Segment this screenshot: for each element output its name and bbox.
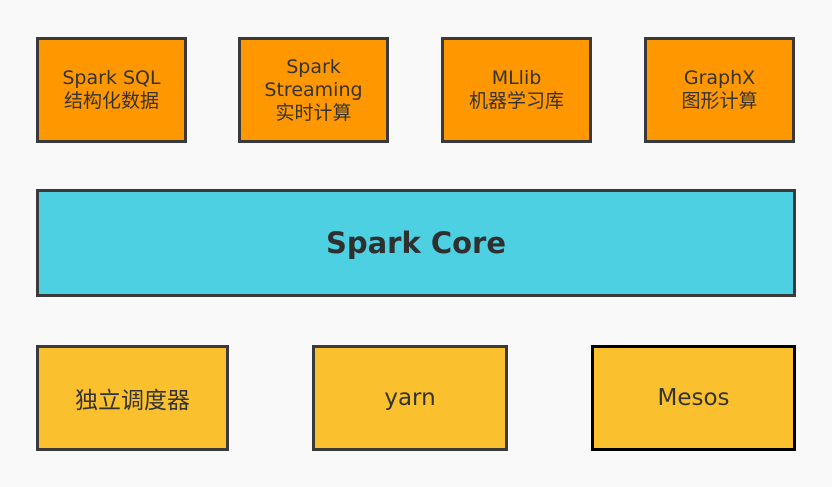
spark-sql-title: Spark SQL bbox=[62, 67, 161, 89]
mllib-title: MLlib bbox=[491, 67, 542, 89]
spark-sql-subtitle: 结构化数据 bbox=[63, 90, 159, 112]
spark-streaming-title-line1: Spark bbox=[286, 55, 341, 78]
spark-sql-box: Spark SQL 结构化数据 bbox=[36, 37, 187, 143]
standalone-scheduler-box: 独立调度器 bbox=[36, 345, 229, 451]
standalone-scheduler-label: 独立调度器 bbox=[75, 388, 190, 414]
yarn-box: yarn bbox=[312, 345, 508, 451]
yarn-label: yarn bbox=[384, 385, 436, 411]
spark-streaming-subtitle: 实时计算 bbox=[275, 101, 352, 124]
spark-streaming-box: Spark Streaming 实时计算 bbox=[238, 37, 389, 143]
spark-streaming-title-line2: Streaming bbox=[264, 78, 363, 101]
mllib-box: MLlib 机器学习库 bbox=[441, 37, 592, 143]
spark-core-box: Spark Core bbox=[36, 189, 796, 297]
graphx-subtitle: 图形计算 bbox=[681, 90, 758, 112]
mesos-box: Mesos bbox=[591, 345, 796, 451]
mllib-subtitle: 机器学习库 bbox=[468, 90, 564, 112]
graphx-box: GraphX 图形计算 bbox=[644, 37, 795, 143]
spark-core-label: Spark Core bbox=[325, 226, 507, 260]
graphx-title: GraphX bbox=[683, 67, 756, 89]
mesos-label: Mesos bbox=[657, 385, 730, 411]
